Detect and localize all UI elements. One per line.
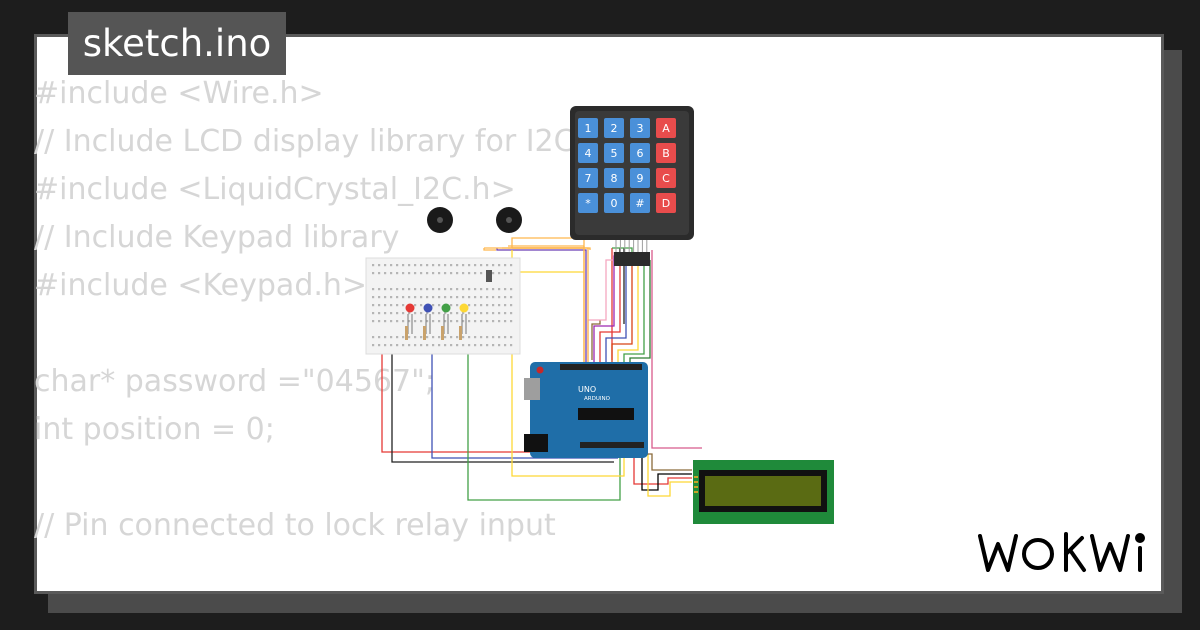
key-4[interactable]: 4 xyxy=(578,143,598,163)
key-label: 6 xyxy=(637,147,644,160)
key-7[interactable]: 7 xyxy=(578,168,598,188)
key-A[interactable]: A xyxy=(656,118,676,138)
key-8[interactable]: 8 xyxy=(604,168,624,188)
circuit-diagram[interactable]: 1 2 3 A 4 5 6 B 7 8 9 C * 0 # D UNO ARDUINO xyxy=(362,102,852,532)
lcd-display[interactable] xyxy=(693,460,834,524)
key-2[interactable]: 2 xyxy=(604,118,624,138)
wokwi-logo xyxy=(978,532,1145,572)
key-label: # xyxy=(635,197,644,210)
key-label: * xyxy=(585,197,591,210)
code-editor: #include <Wire.h> // Include LCD display … xyxy=(34,70,575,550)
keypad[interactable]: 1 2 3 A 4 5 6 B 7 8 9 C * 0 # D xyxy=(570,106,694,266)
key-6[interactable]: 6 xyxy=(630,143,650,163)
resistor xyxy=(405,326,408,340)
led[interactable] xyxy=(441,303,451,341)
key-label: 9 xyxy=(637,172,644,185)
atmega-chip xyxy=(578,408,634,420)
led[interactable] xyxy=(459,303,469,341)
resistor xyxy=(441,326,444,340)
power-jack xyxy=(524,434,548,452)
arduino-uno[interactable]: UNO ARDUINO xyxy=(524,362,648,458)
buzzer-right[interactable] xyxy=(496,207,522,233)
led[interactable] xyxy=(405,303,415,341)
resistor xyxy=(423,326,426,340)
key-9[interactable]: 9 xyxy=(630,168,650,188)
key-label: 4 xyxy=(585,147,592,160)
key-label: 7 xyxy=(585,172,592,185)
code-line: int position = 0; xyxy=(34,412,275,447)
key-label: C xyxy=(662,172,670,185)
key-*[interactable]: * xyxy=(578,193,598,213)
arduino-brand: ARDUINO xyxy=(584,396,611,402)
code-line: char* password ="04567"; xyxy=(34,364,436,399)
file-tab[interactable]: sketch.ino xyxy=(68,12,286,75)
usb-port xyxy=(524,378,540,400)
key-5[interactable]: 5 xyxy=(604,143,624,163)
key-label: 1 xyxy=(585,122,592,135)
buzzer-left[interactable] xyxy=(427,207,453,233)
key-C[interactable]: C xyxy=(656,168,676,188)
key-0[interactable]: 0 xyxy=(604,193,624,213)
keypad-connector xyxy=(614,252,650,266)
code-line: // Include LCD display library for I2C xyxy=(34,124,575,159)
key-label: 3 xyxy=(637,122,644,135)
key-label: 8 xyxy=(611,172,618,185)
code-line: // Include Keypad library xyxy=(34,220,400,255)
key-#[interactable]: # xyxy=(630,193,650,213)
code-line: #include <Wire.h> xyxy=(34,76,324,111)
analog-header xyxy=(580,442,644,448)
led[interactable] xyxy=(423,303,433,341)
reset-button[interactable] xyxy=(536,366,544,374)
resistor xyxy=(459,326,462,340)
digital-header xyxy=(560,364,642,370)
key-label: A xyxy=(662,122,670,135)
key-3[interactable]: 3 xyxy=(630,118,650,138)
code-line: #include <LiquidCrystal_I2C.h> xyxy=(34,172,516,207)
key-label: 2 xyxy=(611,122,618,135)
key-D[interactable]: D xyxy=(656,193,676,213)
key-1[interactable]: 1 xyxy=(578,118,598,138)
key-label: 5 xyxy=(611,147,618,160)
led-group[interactable] xyxy=(405,303,469,341)
code-line: #include <Keypad.h> xyxy=(34,268,368,303)
arduino-model: UNO xyxy=(578,385,596,394)
key-label: B xyxy=(662,147,670,160)
code-line: // Pin connected to lock relay input xyxy=(34,508,556,543)
key-label: D xyxy=(662,197,670,210)
slide-switch[interactable] xyxy=(486,270,492,282)
key-label: 0 xyxy=(611,197,618,210)
key-B[interactable]: B xyxy=(656,143,676,163)
